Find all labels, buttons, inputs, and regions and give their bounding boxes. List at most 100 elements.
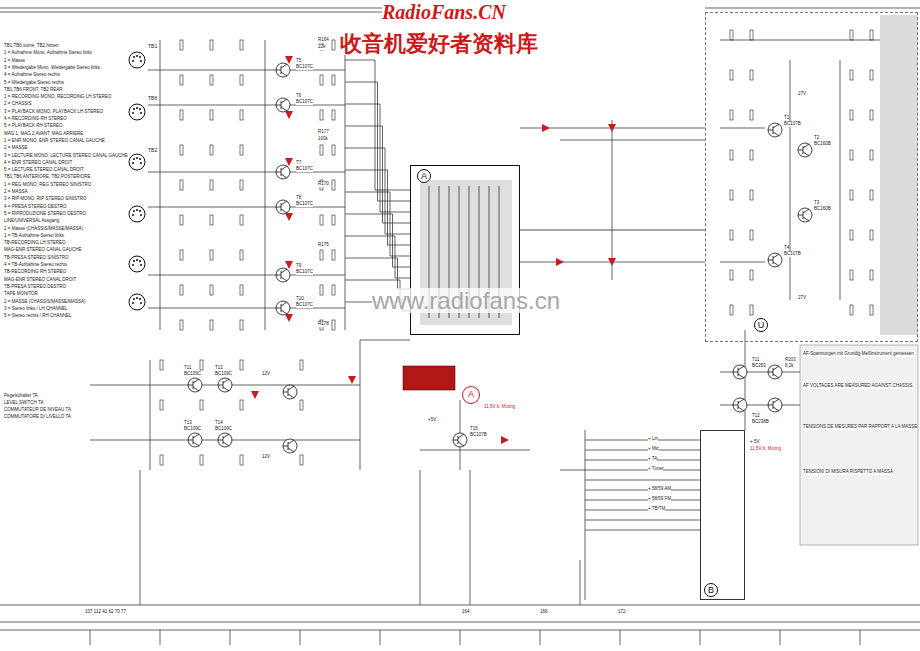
input-name: + Lin — [648, 437, 658, 442]
wire — [840, 60, 841, 300]
signal-marker — [285, 314, 293, 322]
wire — [470, 470, 471, 605]
part-name: R175 — [318, 243, 329, 248]
din-socket — [129, 294, 145, 310]
resistor-symbol — [332, 180, 335, 190]
din-socket — [129, 52, 145, 68]
transistor-symbol — [276, 301, 290, 315]
pin-legend: MAG-ENR STEREO CANAL GAUCHE — [4, 248, 82, 253]
resistor-symbol — [870, 305, 873, 315]
transistor-symbol — [798, 143, 812, 157]
input-name: + Mic — [648, 447, 659, 452]
wire — [460, 630, 461, 645]
resistor-symbol — [180, 250, 183, 260]
transistor-symbol — [218, 378, 232, 392]
resistor-symbol — [750, 30, 753, 40]
signal-marker — [556, 258, 564, 266]
wire — [345, 280, 400, 281]
resistor-symbol — [870, 190, 873, 200]
pin-legend: 4 = RECORDING RH STEREO — [4, 117, 67, 122]
wire — [148, 70, 276, 71]
part-type: BC107C — [296, 100, 313, 105]
wire — [420, 470, 421, 605]
resistor-symbol — [210, 75, 213, 85]
resistor-symbol — [240, 215, 243, 225]
note: TENSIONI DI MISURA RISPETTO A MASSA — [803, 470, 893, 475]
resistor-symbol — [870, 30, 873, 40]
resistor-symbol — [180, 320, 183, 330]
wire — [148, 172, 276, 173]
part-type: BC107B — [784, 252, 801, 257]
watermark: RadioFans.CN — [382, 2, 506, 23]
resistor-symbol — [180, 285, 183, 295]
wire — [585, 500, 700, 501]
module-letter: U — [754, 318, 768, 332]
part-type: BC107C — [296, 65, 313, 70]
resistor-symbol — [750, 150, 753, 160]
part-name: T10 — [296, 297, 304, 302]
part-name: T4 — [784, 246, 789, 251]
resistor-symbol — [320, 110, 323, 120]
wire — [345, 148, 385, 149]
wire — [140, 470, 141, 605]
resistor-symbol — [210, 180, 213, 190]
wire — [790, 60, 791, 300]
switch-note: Pegelschalter TA — [4, 394, 38, 399]
part-name: T12 — [752, 414, 760, 419]
input-name: + TA — [648, 457, 657, 462]
wire — [360, 340, 410, 341]
callout-circle: A — [462, 386, 480, 404]
wire — [397, 258, 398, 289]
wire — [345, 236, 395, 237]
resistor-symbol — [300, 400, 303, 410]
wire — [345, 192, 390, 193]
pin-legend: 3 = LECTURE MONO, LECTURE STEREO CANAL G… — [4, 154, 128, 159]
resistor-symbol — [320, 250, 323, 260]
transistor-symbol — [283, 439, 297, 453]
wire — [585, 460, 700, 461]
note: TENSIONS DE MESURES PAR RAPPORT A LA MAS… — [803, 425, 917, 430]
signal-marker — [542, 124, 550, 132]
resistor-symbol — [850, 150, 853, 160]
part-name: T7 — [296, 161, 301, 166]
resistor-symbol — [320, 145, 323, 155]
module-box: U — [705, 12, 918, 342]
part-type: BC107C — [296, 167, 313, 172]
transistor-symbol — [276, 268, 290, 282]
part-type: BC109C — [215, 372, 232, 377]
pin-legend: 2 = MASSE (CHASSIS/MASSE/MASSA) — [4, 300, 85, 305]
resistor-symbol — [160, 360, 163, 370]
wire — [390, 256, 410, 257]
part-name: T9 — [296, 264, 301, 269]
signal-marker — [285, 56, 293, 64]
resistor-symbol — [750, 110, 753, 120]
resistor-symbol — [240, 250, 243, 260]
pin-legend: 1 = TB-Aufnahme Stereo links — [4, 234, 64, 239]
resistor-symbol — [850, 270, 853, 280]
wire — [160, 40, 161, 330]
din-socket — [129, 256, 145, 272]
part-type: BC107B — [784, 122, 801, 127]
grid-number: 107 112 41 62 70 77 — [85, 610, 126, 615]
part-name: T3 — [814, 201, 819, 206]
signal-wire — [520, 230, 705, 231]
resistor-symbol — [730, 150, 733, 160]
part-type: BC238B — [752, 420, 769, 425]
wire — [720, 372, 800, 373]
resistor-symbol — [160, 400, 163, 410]
part-name: R164 — [318, 38, 329, 43]
transistor-symbol — [768, 253, 782, 267]
wire — [380, 212, 410, 213]
part-name: T14 — [215, 421, 223, 426]
warning-tag — [403, 366, 455, 390]
resistor-symbol — [180, 145, 183, 155]
pin-legend: 2 = MASSA — [4, 190, 27, 195]
pin-legend: 2 = CHASSIS — [4, 102, 31, 107]
wire — [720, 40, 880, 41]
resistor-symbol — [750, 305, 753, 315]
voltage: +5V — [428, 418, 436, 423]
transistor-symbol — [276, 63, 290, 77]
voltage: 12V — [262, 372, 270, 377]
transistor-symbol — [276, 98, 290, 112]
wire — [387, 170, 388, 245]
